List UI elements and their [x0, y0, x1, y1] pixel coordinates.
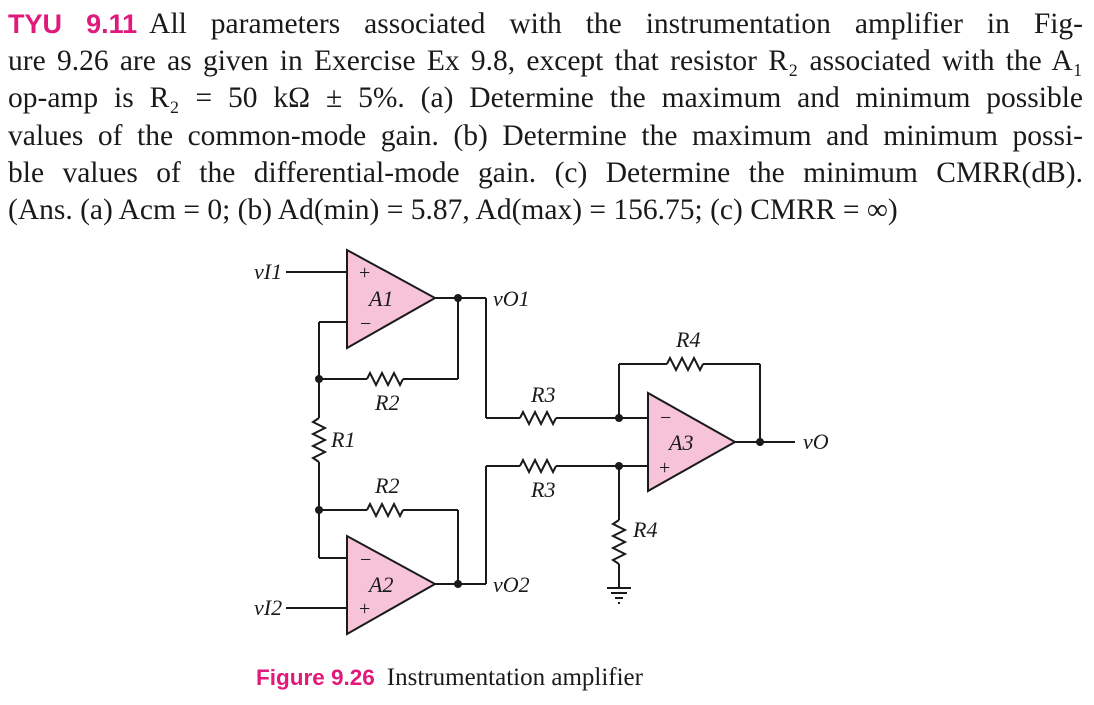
label-vi1: vI1 [254, 259, 282, 284]
a1-plus-sign: + [359, 262, 370, 284]
label-r4-bottom: R4 [632, 517, 657, 542]
label-r1: R1 [330, 427, 355, 452]
a2-plus-sign: + [359, 598, 370, 620]
junction-dots [315, 294, 764, 588]
label-vo2: vO2 [493, 572, 530, 597]
label-a2: A2 [367, 572, 393, 597]
figure-caption-number: Figure 9.26 [256, 665, 375, 690]
problem-line-2: ure 9.26 are as given in Exercise Ex 9.8… [8, 45, 1083, 78]
problem-line-1-text: All parameters associated with the instr… [149, 8, 1084, 40]
a3-plus-sign: + [659, 457, 670, 479]
opamp-a2 [346, 534, 438, 636]
figure-caption: Figure 9.26 Instrumentation amplifier [256, 664, 643, 692]
label-vi2: vI2 [254, 595, 282, 620]
opamp-a1 [346, 248, 438, 350]
label-r2-top: R2 [374, 390, 399, 415]
label-r4-top: R4 [675, 327, 700, 352]
label-r2-bottom: R2 [374, 473, 399, 498]
problem-line-4: values of the common-mode gain. (b) Dete… [8, 119, 1083, 152]
label-r3-top: R3 [530, 382, 555, 407]
problem-line-6: (Ans. (a) Acm = 0; (b) Ad(min) = 5.87, A… [8, 194, 898, 227]
label-vo1: vO1 [493, 286, 530, 311]
a1-minus-sign: − [360, 313, 371, 335]
label-r3-bottom: R3 [530, 477, 555, 502]
label-a3: A3 [667, 430, 693, 455]
a2-minus-sign: − [360, 549, 371, 571]
label-vo: vO [803, 429, 829, 454]
problem-line-3: op-amp is R₂ = 50 kΩ ± 5%. (a) Determine… [8, 82, 1083, 115]
problem-line-5: ble values of the differential-mode gain… [8, 156, 1083, 189]
figure-caption-text: Instrumentation amplifier [386, 664, 643, 691]
problem-paragraph: TYU 9.11 All parameters associated with t… [8, 6, 1083, 229]
label-a1: A1 [367, 286, 393, 311]
problem-line-1: TYU 9.11 All parameters associated with t… [8, 6, 1083, 43]
problem-tag: TYU 9.11 [8, 9, 138, 39]
a3-minus-sign: − [660, 407, 671, 429]
opamp-a3 [647, 391, 738, 493]
